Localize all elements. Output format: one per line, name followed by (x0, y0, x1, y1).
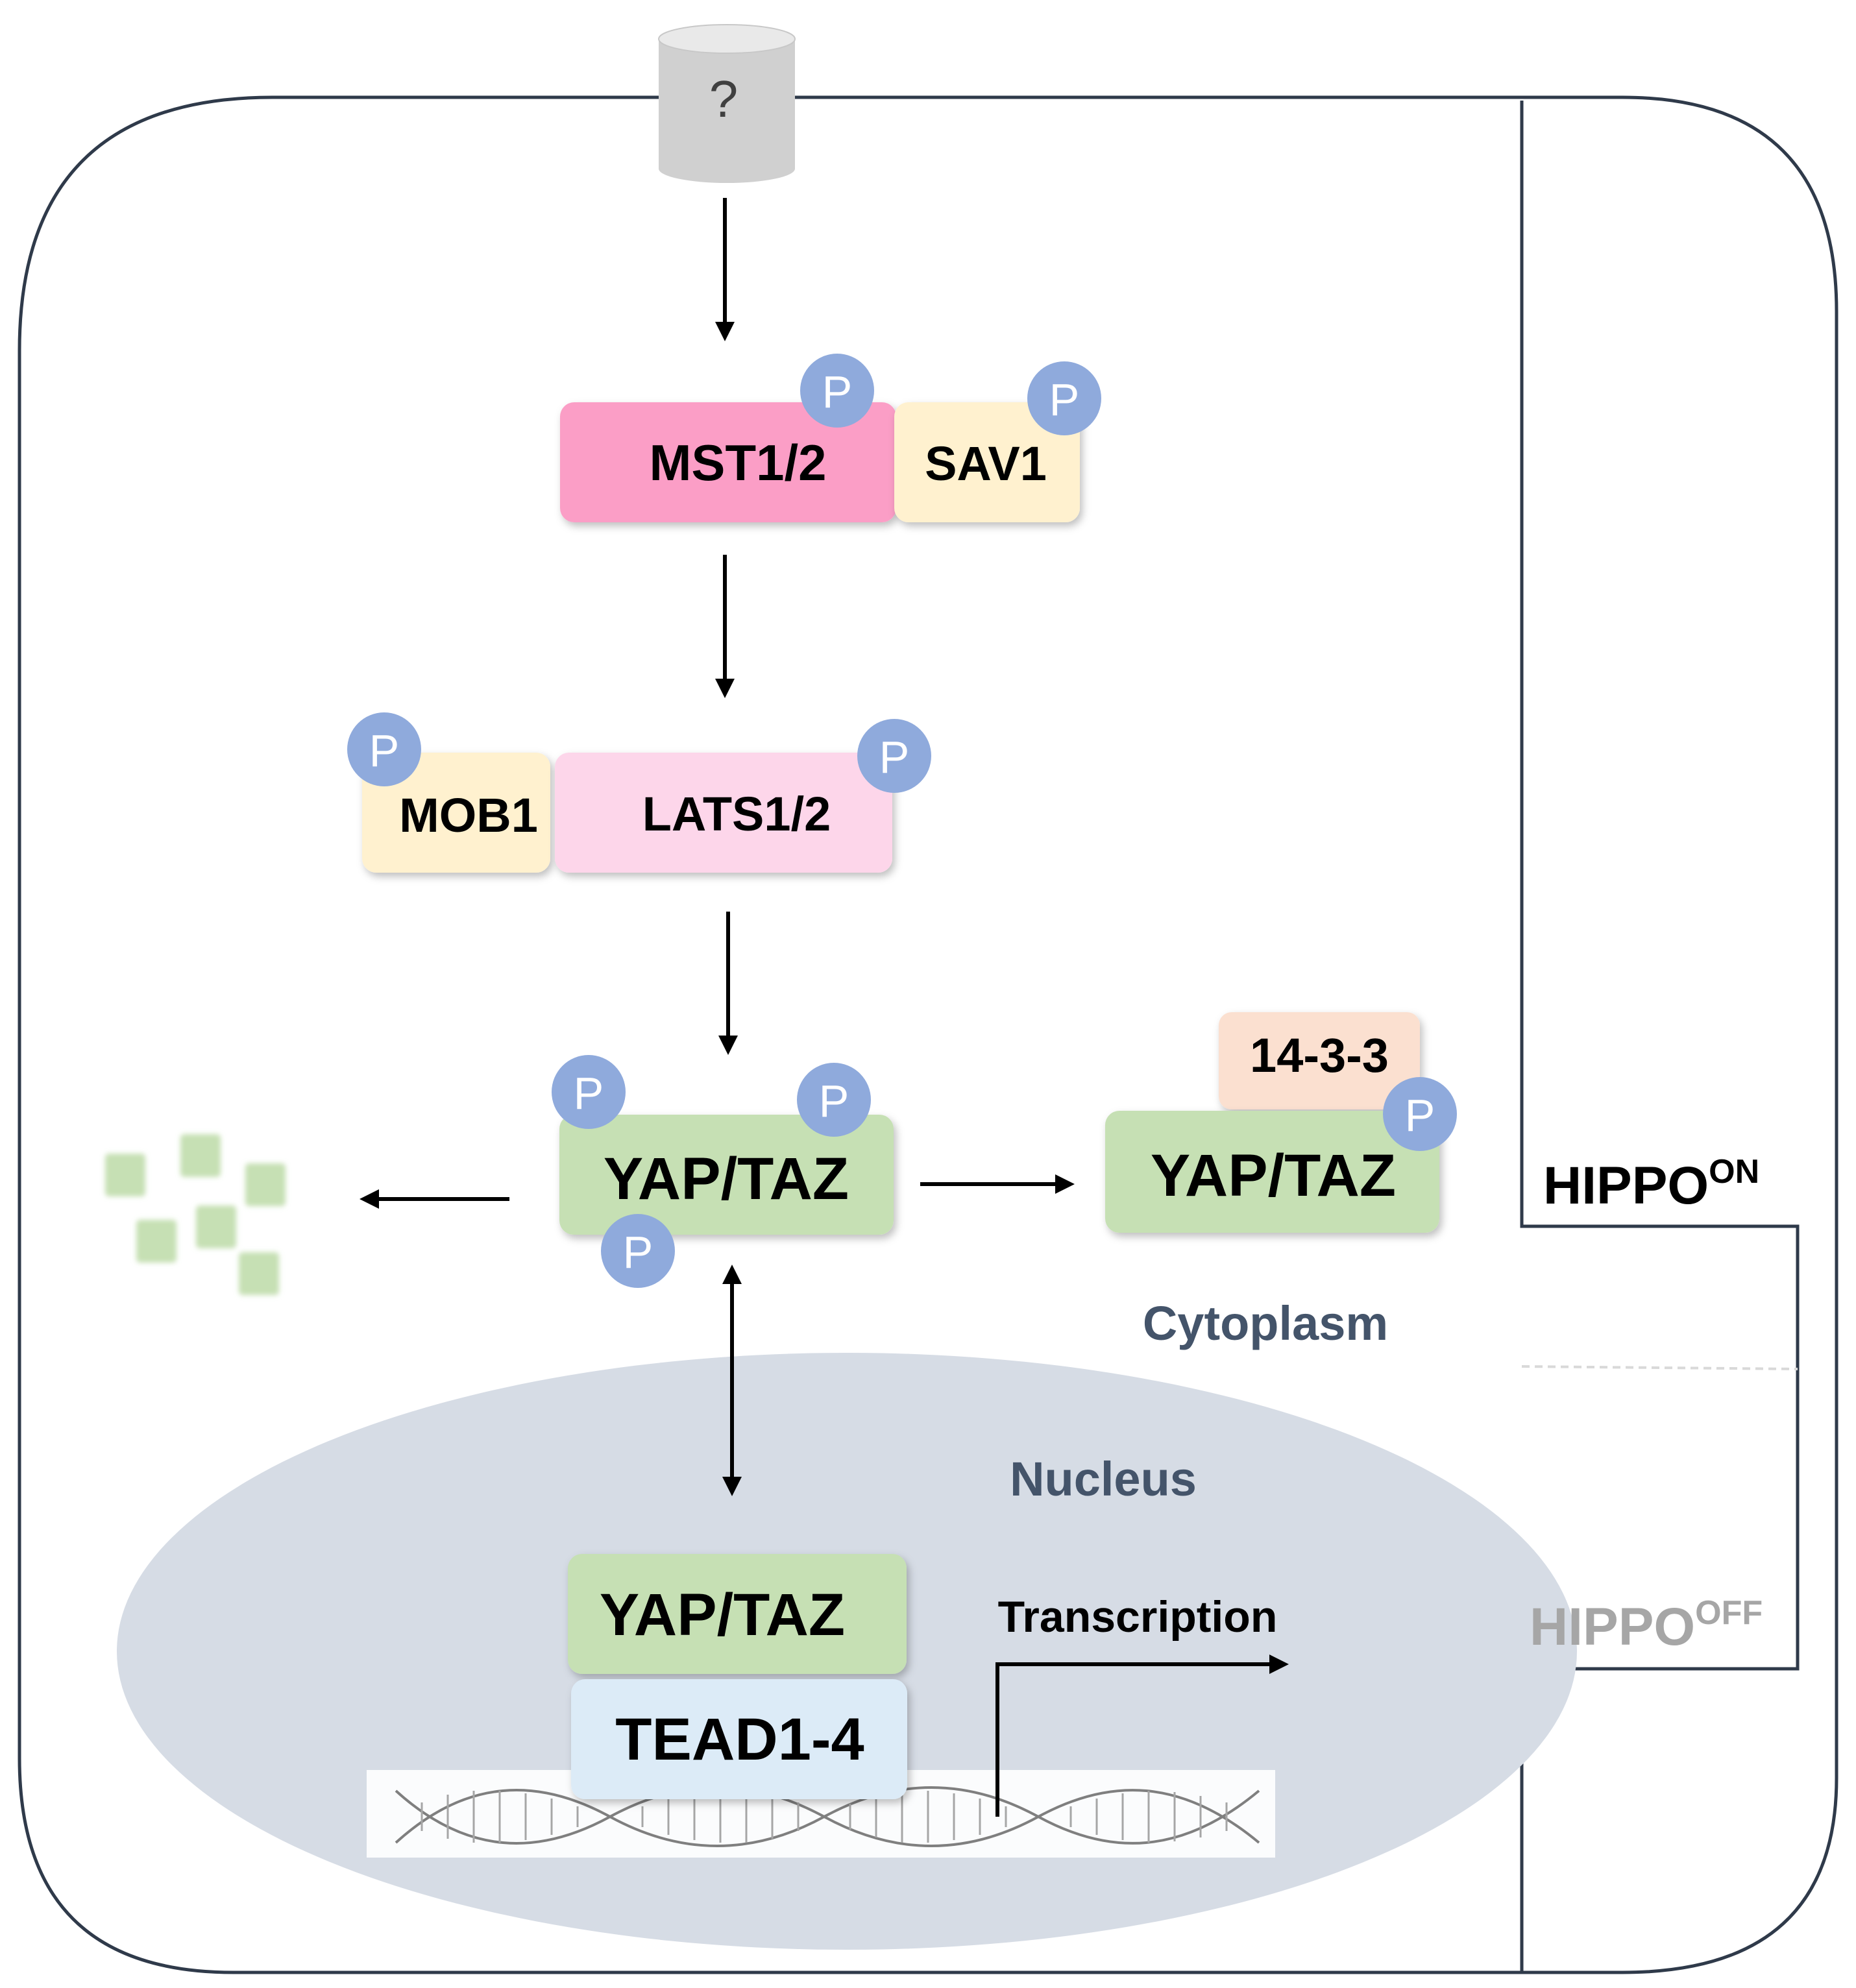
phospho-badge-yap-top-left: P (552, 1055, 626, 1129)
phospho-label: P (623, 1227, 653, 1278)
receptor-label: ? (709, 70, 739, 128)
yap-nucleus-box (568, 1554, 907, 1674)
degraded-yap-fragments (105, 1134, 286, 1295)
mst-box (560, 402, 896, 522)
yap-nucleus-label: YAP/TAZ (600, 1582, 845, 1648)
phospho-label: P (1405, 1090, 1435, 1141)
lats-label: LATS1/2 (642, 787, 831, 841)
hippo-on-label: HIPPOON (1543, 1153, 1759, 1215)
mob-box (362, 753, 550, 873)
cell-membrane (18, 95, 1838, 1974)
sav-label: SAV1 (925, 437, 1047, 491)
14-3-3-label: 14-3-3 (1250, 1028, 1389, 1082)
tead-label: TEAD1-4 (615, 1706, 864, 1773)
hippo-on-base: HIPPO (1543, 1156, 1709, 1215)
hippo-off-label: HIPPOOFF (1530, 1594, 1763, 1656)
phospho-label: P (819, 1076, 849, 1126)
phospho-badge-yap-1433: P (1383, 1077, 1457, 1151)
arrow-transcription (995, 1655, 1289, 1817)
state-divider-dashed (1521, 1365, 1798, 1370)
phospho-badge-yap-bottom: P (601, 1214, 675, 1288)
phospho-badge-sav: P (1027, 361, 1101, 435)
phospho-badge-yap-top-right: P (797, 1063, 871, 1137)
phospho-badge-mst: P (800, 354, 874, 428)
hippo-on-sup: ON (1709, 1153, 1759, 1191)
phospho-badge-mob: P (347, 712, 421, 786)
phospho-label: P (369, 725, 400, 776)
phospho-label: P (1049, 374, 1080, 425)
lats-box (555, 753, 892, 873)
mob-label: MOB1 (399, 788, 538, 842)
phospho-label: P (574, 1068, 604, 1119)
phospho-label: P (879, 732, 910, 782)
14-3-3-box (1219, 1012, 1420, 1109)
transcription-label: Transcription (998, 1592, 1278, 1642)
hippo-off-sup: OFF (1695, 1594, 1763, 1632)
yap-1433-label: YAP/TAZ (1151, 1143, 1396, 1209)
tead-box (571, 1679, 907, 1799)
receptor-cylinder: ? (658, 24, 796, 183)
sav-box (894, 402, 1080, 522)
mst-label: MST1/2 (649, 434, 826, 491)
yap-1433-box (1105, 1111, 1439, 1233)
nucleus-label: Nucleus (1010, 1452, 1197, 1506)
phospho-badge-lats: P (857, 719, 931, 793)
cytoplasm-label: Cytoplasm (1143, 1296, 1388, 1350)
phospho-label: P (822, 367, 853, 417)
hippo-off-base: HIPPO (1530, 1597, 1695, 1656)
yap-cytoplasm-label: YAP/TAZ (604, 1146, 849, 1212)
yap-cytoplasm-box (559, 1115, 894, 1235)
